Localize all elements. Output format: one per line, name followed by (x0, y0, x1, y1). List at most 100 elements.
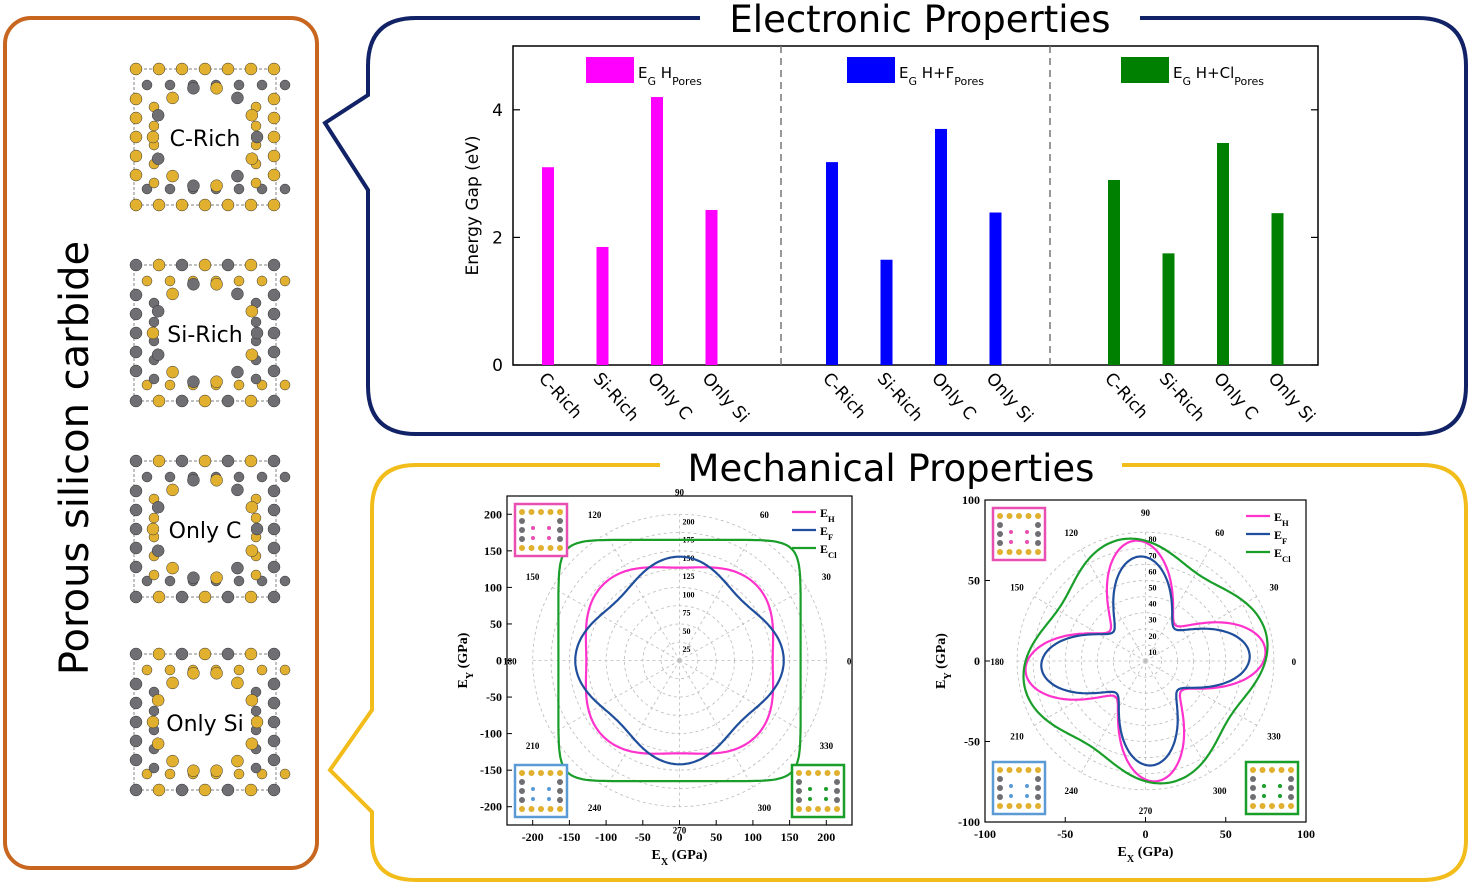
atom (166, 676, 179, 690)
radial-tick-label: 40 (1149, 600, 1157, 609)
legend-label: ECl (820, 542, 837, 560)
atom (148, 705, 160, 717)
atom (233, 768, 245, 780)
angle-tick-label: 0 (847, 657, 852, 667)
series-e-f (574, 555, 785, 766)
atom (166, 483, 179, 497)
atom (221, 258, 235, 272)
inset-atom (519, 509, 525, 515)
inset-pore-atom (531, 797, 535, 801)
atom (267, 111, 281, 125)
atom (245, 109, 259, 122)
atom (146, 522, 160, 536)
inset-atom (1278, 767, 1285, 773)
x-tick-label: 200 (817, 830, 835, 844)
structure-label: Only Si (166, 712, 243, 737)
atom (233, 275, 245, 287)
x-tick-label: Si-Rich (589, 369, 643, 426)
atom (152, 198, 166, 212)
angle-grid-line (605, 660, 680, 788)
inset-atom (1288, 785, 1294, 791)
atom (231, 561, 244, 575)
angle-tick-label: 180 (990, 657, 1004, 667)
bar-c-rich (1108, 179, 1120, 365)
y-tick-label: 100 (484, 580, 502, 594)
radial-grid-circle (1129, 644, 1162, 678)
atom (151, 694, 165, 707)
inset-atom (1035, 803, 1041, 809)
legend-swatch (847, 57, 895, 83)
x-tick-label: 50 (1220, 827, 1232, 841)
atom (151, 501, 165, 514)
atom (279, 664, 291, 676)
atom (146, 715, 160, 729)
radial-tick-label: 70 (1149, 551, 1157, 560)
label-bg (159, 121, 251, 153)
inset-pore-atom (1278, 794, 1282, 798)
atom (152, 647, 166, 661)
series-e-cl (557, 538, 802, 783)
atom (267, 364, 281, 378)
atom (221, 394, 235, 408)
atom (244, 62, 258, 76)
atom (187, 82, 200, 95)
atom (152, 783, 166, 797)
inset-pore-atom (1278, 784, 1282, 788)
atom (250, 762, 262, 774)
atom (245, 152, 259, 165)
atom (221, 198, 235, 212)
polar-chart-right: 1020304050607080030609012015018021024027… (934, 493, 1315, 865)
y-tick-label: 50 (968, 574, 980, 588)
atom (210, 764, 223, 777)
inset-atom (824, 806, 831, 812)
atom (233, 471, 245, 483)
bar-only-c (651, 97, 663, 365)
inset-atom (997, 522, 1003, 528)
bar-si-rich (1162, 253, 1175, 365)
inset-atom (557, 536, 563, 542)
inset-pore-atom (531, 526, 535, 530)
radial-tick-label: 25 (683, 645, 691, 654)
inset-atom (997, 785, 1003, 791)
inset-atom (1269, 803, 1275, 809)
inset-pore-atom (531, 536, 535, 540)
y-tick-label: -50 (964, 735, 980, 749)
radial-tick-label: 50 (683, 627, 691, 636)
angle-grid-line (605, 533, 680, 661)
inset-pore-atom (1009, 784, 1013, 788)
atom (175, 783, 189, 797)
atom (267, 715, 281, 729)
y-tick-label: 0 (974, 654, 980, 668)
inset-atom (519, 797, 525, 803)
atom (210, 667, 223, 680)
inset-atom (519, 779, 525, 785)
bar-si-rich (596, 246, 609, 365)
inset-atom (1016, 513, 1022, 519)
atom (210, 179, 223, 192)
inset-atom (1259, 803, 1266, 809)
inset-atom (805, 770, 812, 776)
atom (267, 92, 281, 106)
angle-tick-label: 330 (1267, 731, 1281, 741)
inset-pore-atom (1025, 794, 1029, 798)
mechanical-callout-frame (327, 463, 1468, 882)
atom (279, 471, 291, 483)
inset-atom (1016, 767, 1022, 773)
atom (148, 316, 160, 328)
y-tick-label: -100 (480, 727, 502, 741)
atom (210, 571, 223, 584)
inset-atom (528, 545, 535, 551)
atom (141, 471, 153, 483)
radial-tick-label: 80 (1149, 535, 1157, 544)
atom (267, 307, 281, 321)
angle-tick-label: 270 (1139, 806, 1153, 816)
x-tick-label: C-Rich (1100, 369, 1151, 423)
atom (129, 541, 143, 555)
atom (245, 737, 259, 750)
atom (148, 373, 160, 385)
atom (148, 177, 160, 189)
left-panel-title: Porous silicon carbide (52, 241, 98, 675)
atom (198, 590, 212, 604)
inset-atom (528, 770, 535, 776)
